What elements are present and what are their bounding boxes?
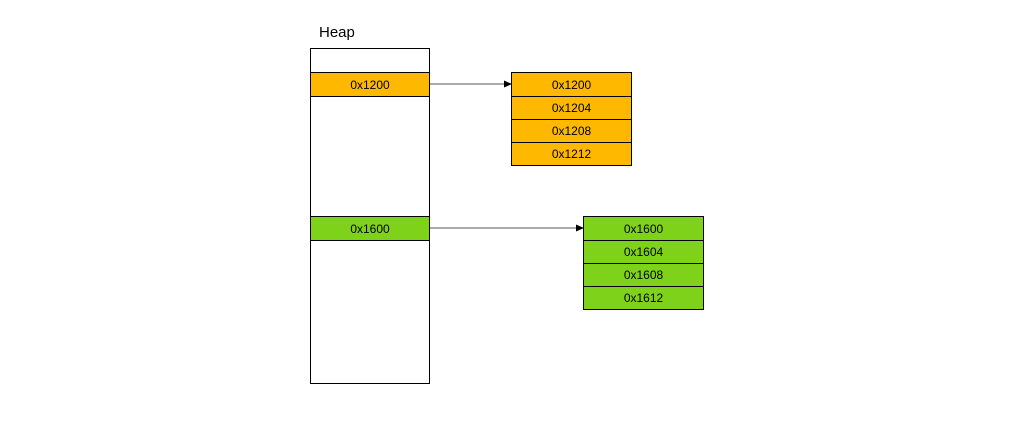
block-cell: 0x1204 [511, 96, 632, 120]
green-memory-block: 0x1600 0x1604 0x1608 0x1612 [583, 216, 704, 310]
block-cell: 0x1212 [511, 142, 632, 166]
orange-memory-block: 0x1200 0x1204 0x1208 0x1212 [511, 72, 632, 166]
heap-pointer-cell-0x1600: 0x1600 [310, 216, 430, 241]
block-cell: 0x1608 [583, 263, 704, 287]
heap-title: Heap [319, 24, 355, 41]
heap-pointer-cell-0x1200: 0x1200 [310, 72, 430, 97]
block-cell: 0x1600 [583, 216, 704, 241]
block-cell: 0x1604 [583, 240, 704, 264]
block-cell: 0x1200 [511, 72, 632, 97]
block-cell: 0x1208 [511, 119, 632, 143]
block-cell: 0x1612 [583, 286, 704, 310]
